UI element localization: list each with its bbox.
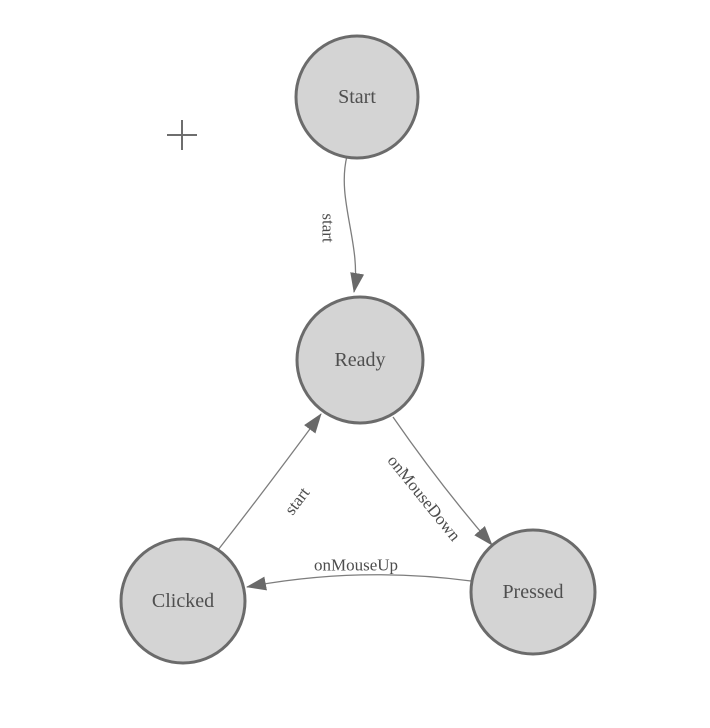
node-pressed-label: Pressed xyxy=(502,581,563,603)
node-start-label: Start xyxy=(338,86,376,108)
node-start-circle[interactable] xyxy=(294,34,420,160)
edge-pressed-to-clicked[interactable]: onMouseUp xyxy=(246,556,472,591)
node-start[interactable]: Start xyxy=(294,34,420,160)
edge-start-to-ready[interactable]: start xyxy=(319,155,365,293)
node-ready-circle[interactable] xyxy=(295,295,425,425)
node-ready[interactable]: Ready xyxy=(295,295,425,425)
edge-label-pressed-to-clicked[interactable]: onMouseUp xyxy=(314,556,398,575)
edge-path-start-to-ready[interactable] xyxy=(343,155,365,293)
crosshair-cursor-icon xyxy=(167,120,197,150)
edge-path-ready-to-pressed[interactable] xyxy=(392,416,493,546)
edge-label-clicked-to-ready[interactable]: start xyxy=(281,483,314,518)
node-pressed-circle[interactable] xyxy=(469,528,597,656)
edge-path-clicked-to-ready[interactable] xyxy=(217,413,322,551)
node-clicked-label: Clicked xyxy=(152,590,214,612)
node-pressed[interactable]: Pressed xyxy=(469,528,597,656)
edge-path-pressed-to-clicked[interactable] xyxy=(246,574,472,591)
node-ready-label: Ready xyxy=(334,349,385,371)
edge-label-start-to-ready[interactable]: start xyxy=(319,213,338,243)
edge-clicked-to-ready[interactable]: start xyxy=(217,413,322,551)
node-clicked-circle[interactable] xyxy=(119,537,247,665)
edge-ready-to-pressed[interactable]: onMouseDown xyxy=(384,416,493,546)
node-clicked[interactable]: Clicked xyxy=(119,537,247,665)
